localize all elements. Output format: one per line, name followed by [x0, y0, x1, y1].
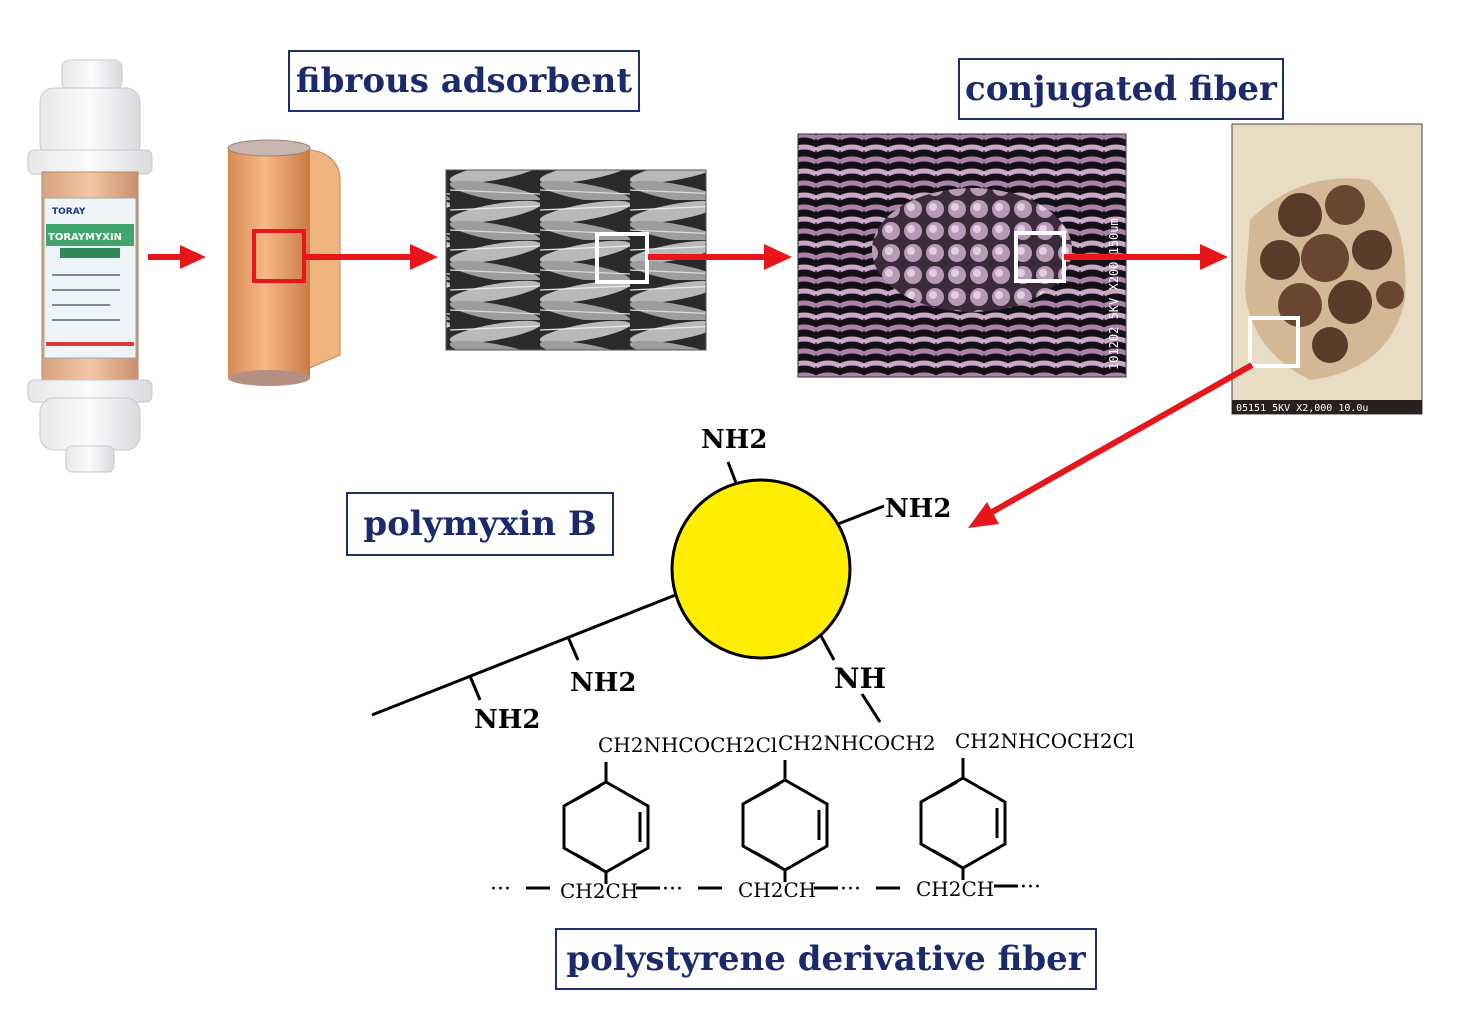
peptide-chain [371, 592, 679, 717]
backbone-dots-4: ··· [1020, 875, 1041, 900]
benzene-ring-3 [919, 758, 1007, 880]
backbone-unit-1: CH2CH [560, 879, 638, 903]
arrow-cartridge-to-roll [148, 245, 206, 269]
arrow-conjugated-to-cross-section [1064, 244, 1228, 270]
nh2-chain-label-1: NH2 [570, 668, 636, 698]
cartridge-product-text: TORAYMYXIN [48, 232, 122, 243]
benzene-ring-1 [562, 762, 650, 884]
nh2-right-label: NH2 [885, 494, 951, 524]
substituent-right: CH2NHCOCH2Cl [955, 729, 1134, 753]
backbone-dots-3: ··· [840, 877, 861, 902]
nh2-chain-label-2: NH2 [474, 705, 540, 735]
arrow-weave-to-conjugated [648, 244, 792, 270]
fiber-roll [227, 139, 341, 386]
polystyrene-derivative-fiber-label: polystyrene derivative fiber [555, 928, 1097, 990]
backbone-dots-2: ··· [662, 877, 683, 902]
arrow-roll-to-weave [304, 244, 438, 270]
weave-zoom-marker [595, 232, 649, 284]
backbone-unit-3: CH2CH [916, 877, 994, 901]
polystyrene-backbone: ··· CH2CH ··· CH2CH ··· CH2CH ··· [490, 875, 1041, 903]
backbone-unit-2: CH2CH [738, 878, 816, 902]
substituent-middle: CH2NHCOCH2 [778, 731, 936, 755]
nh2-top-label: NH2 [701, 425, 767, 455]
substituent-left: CH2NHCOCH2Cl [598, 733, 777, 757]
cross-section-zoom-marker [1248, 316, 1300, 368]
cross-section-sem-image: 05151 5KV X2,000 10.0u [1231, 123, 1423, 415]
cartridge-brand-text: TORAY [52, 207, 86, 217]
conjugated-sem-caption: 101202 5KV X200 150um [1107, 218, 1121, 370]
polymyxin-structure: NH2 NH2 NH2 NH2 NH [371, 425, 951, 735]
fibrous-adsorbent-label: fibrous adsorbent [288, 50, 640, 112]
polymyxin-b-label: polymyxin B [346, 492, 614, 556]
benzene-ring-2 [741, 760, 829, 882]
conjugated-fiber-label: conjugated fiber [958, 58, 1284, 120]
toraymyxin-cartridge: TORAY TORAYMYXIN [27, 59, 153, 473]
arrow-cross-section-to-chemistry [968, 362, 1254, 528]
cross-section-sem-caption: 05151 5KV X2,000 10.0u [1236, 403, 1368, 414]
backbone-dots-1: ··· [490, 877, 511, 902]
nh-link-label: NH [834, 662, 886, 695]
polymyxin-circle [670, 478, 852, 660]
